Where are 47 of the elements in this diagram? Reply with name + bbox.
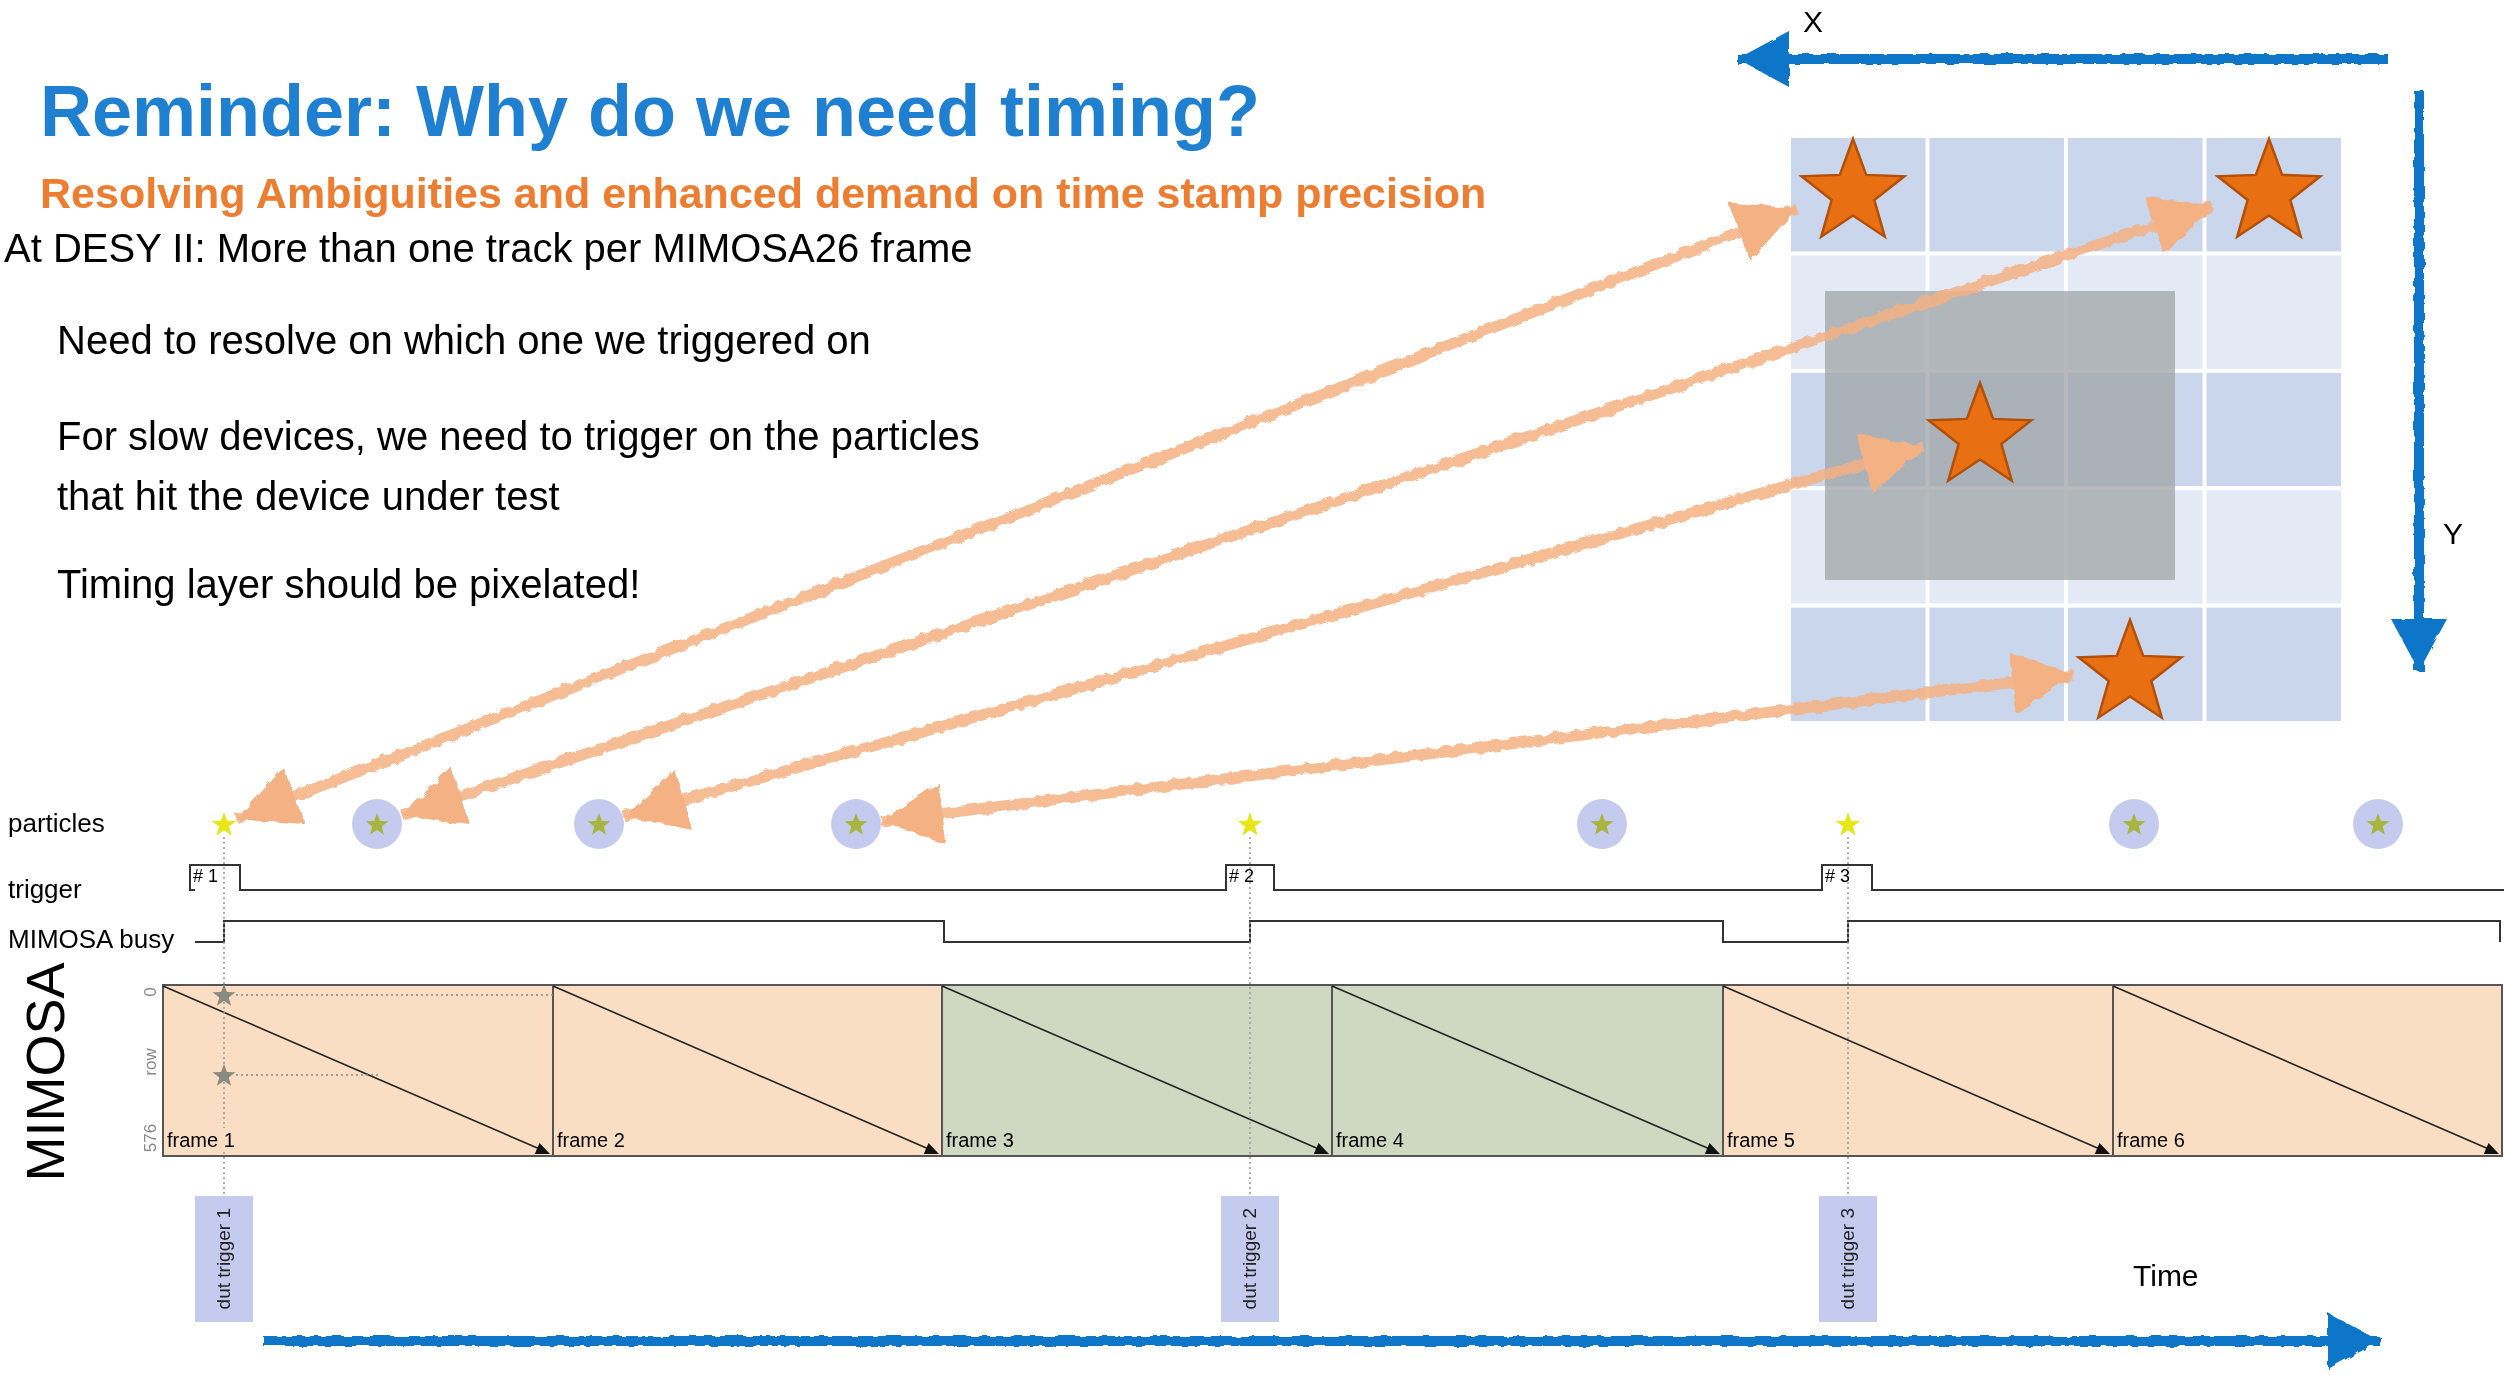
trigger-label: dut trigger 1 — [213, 1208, 235, 1310]
trigger-box — [1819, 1196, 1877, 1322]
row-label: particles — [8, 808, 105, 840]
star-marker — [1237, 811, 1263, 837]
frame-label: frame 3 — [946, 1128, 1014, 1152]
axis-tick-label: 576 — [141, 1123, 159, 1153]
slide-title: Reminder: Why do we need timing? — [40, 70, 1261, 153]
particle-marker — [574, 799, 624, 849]
trigger-label: dut trigger 3 — [1837, 1208, 1859, 1310]
dotted-line — [223, 836, 225, 1197]
trigger-box — [195, 1196, 253, 1322]
frame-label: frame 1 — [167, 1128, 235, 1152]
trigger-box — [1221, 1196, 1279, 1322]
trigger-number: # 2 — [1229, 866, 1255, 888]
row-label: trigger — [8, 874, 82, 906]
axis-label: row — [141, 1048, 159, 1076]
bullet-text: Need to resolve on which one we triggered on — [57, 317, 871, 364]
particle-marker — [831, 799, 881, 849]
particle-marker — [2353, 799, 2403, 849]
dotted-line — [1847, 836, 1849, 1197]
particle-marker — [352, 799, 402, 849]
frame-label: frame 4 — [1336, 1128, 1404, 1152]
axis-label: Y — [2443, 516, 2463, 552]
frame-label: frame 6 — [2117, 1128, 2185, 1152]
subtitle: Resolving Ambiguities and enhanced demand on time stamp precision — [40, 168, 1487, 219]
axis-label: X — [1803, 4, 1823, 40]
arrow — [400, 196, 2215, 826]
trigger-label: dut trigger 2 — [1239, 1208, 1261, 1310]
frame-label: frame 5 — [1727, 1128, 1795, 1152]
bullet-text: For slow devices, we need to trigger on the particles that hit the device under test — [57, 413, 981, 520]
trigger-number: # 3 — [1825, 866, 1851, 888]
axis-tick-label: 0 — [141, 987, 159, 997]
star-marker — [1835, 811, 1861, 837]
row-label: MIMOSA busy — [8, 924, 175, 956]
particle-marker — [2109, 799, 2159, 849]
trigger-number: # 1 — [193, 866, 219, 888]
arrow — [235, 202, 1799, 826]
bullet-text: Timing layer should be pixelated! — [57, 561, 641, 608]
axis-label: Time — [2133, 1258, 2199, 1294]
arrow — [880, 651, 2075, 845]
row-label: MIMOSA — [18, 962, 72, 1182]
star-marker — [211, 811, 237, 837]
frame-label: frame 2 — [557, 1128, 625, 1152]
arrow — [622, 434, 1926, 830]
particle-marker — [1577, 799, 1627, 849]
bullet-text: At DESY II: More than one track per MIMOSA26 frame — [4, 225, 973, 272]
dotted-line — [1249, 836, 1251, 1197]
